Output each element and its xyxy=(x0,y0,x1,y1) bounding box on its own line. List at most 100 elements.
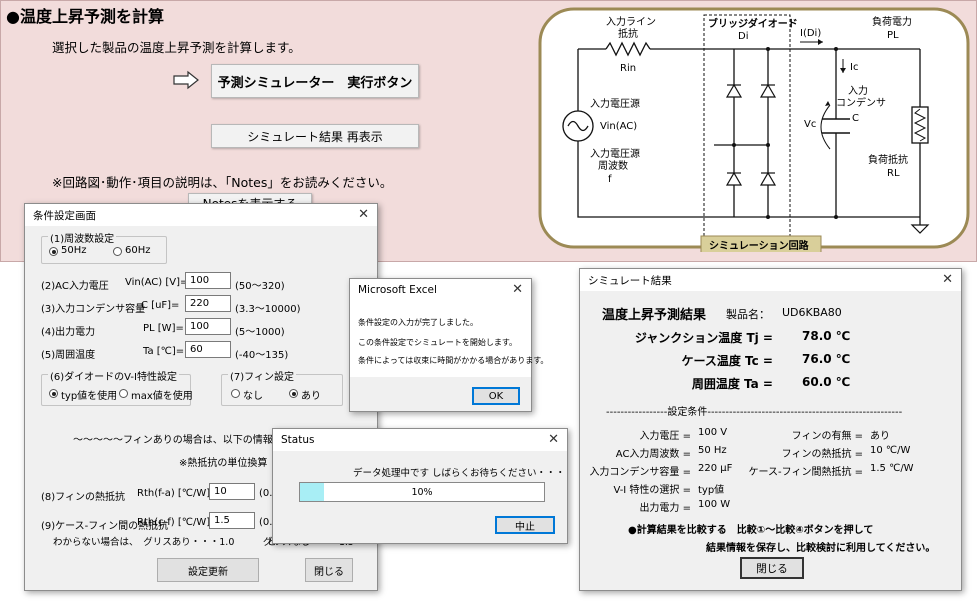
excel-message-dialog: Microsoft Excel ✕ 条件設定の入力が完了しました。 この条件設定… xyxy=(349,278,548,412)
cap-result-value: 220 μF xyxy=(698,463,733,474)
fin-resistance-input[interactable]: 10 xyxy=(209,483,255,500)
ambient-temp-input[interactable]: 60 xyxy=(185,341,231,358)
arrow-right-icon xyxy=(173,70,199,90)
radio-diode-typ[interactable] xyxy=(49,389,58,398)
label-rin: Rin xyxy=(620,63,636,74)
status-dialog-title: Status xyxy=(281,434,315,446)
capacitor-unit: C [uF]= xyxy=(141,300,180,311)
power-range: (5～1000) xyxy=(235,327,285,338)
status-dialog: Status ✕ データ処理中です しばらくお待ちください・・・ 10% 中止 xyxy=(272,428,568,544)
ta-label: 周囲温度 Ta = xyxy=(691,377,773,391)
page-title: ●温度上昇予測を計算 xyxy=(6,7,164,26)
label-load-resistance: 負荷抵抗 xyxy=(868,153,908,166)
progress-text: 10% xyxy=(411,486,433,498)
fin-label: フィンの有無 = xyxy=(791,431,863,442)
status-dialog-titlebar: Status ✕ xyxy=(273,429,567,451)
message-body xyxy=(350,301,531,377)
frequency-group: (1)周波数設定 xyxy=(41,230,167,264)
capacitor-input[interactable]: 220 xyxy=(185,295,231,312)
cancel-button[interactable]: 中止 xyxy=(495,516,555,534)
label-input-line: 入力ライン xyxy=(606,15,656,28)
run-simulator-button[interactable]: 予測シミュレーター 実行ボタン xyxy=(211,64,419,98)
label-fin-none: なし xyxy=(243,391,263,402)
radio-50hz[interactable] xyxy=(49,247,58,256)
status-message: データ処理中です しばらくお待ちください・・・ xyxy=(353,468,566,479)
frequency-group-label: (1)周波数設定 xyxy=(48,230,117,245)
ambient-temp-unit: Ta [℃]= xyxy=(143,346,185,357)
compare-note-2: 結果情報を保存し、比較検討に利用してください。 xyxy=(706,543,936,554)
power-unit: PL [W]= xyxy=(143,323,184,334)
case-fin-result-value: 1.5 ℃/W xyxy=(870,463,914,474)
close-icon[interactable]: ✕ xyxy=(358,207,369,222)
label-fin-yes: あり xyxy=(301,391,321,402)
compare-note-1: ●計算結果を比較する 比較①～比較④ボタンを押して xyxy=(628,525,874,536)
cap-result-label: 入力コンデンサ容量 = xyxy=(589,467,691,478)
tj-label: ジャンクション温度 Tj = xyxy=(634,331,773,345)
label-diode-typ: typ値を使用 xyxy=(61,391,118,402)
condition-dialog-title: 条件設定画面 xyxy=(33,209,96,222)
radio-diode-max[interactable] xyxy=(119,389,128,398)
vi-result-value: typ値 xyxy=(698,485,725,496)
simulation-result-dialog: シミュレート結果 ✕ 温度上昇予測結果 製品名： UD6KBA80 ジャンクショ… xyxy=(579,268,962,591)
close-icon[interactable]: ✕ xyxy=(548,432,559,447)
label-input-voltage-freq: 入力電圧源 xyxy=(590,147,640,160)
label-sim-circuit: シミュレーション回路 xyxy=(709,239,810,252)
label-pl: PL xyxy=(887,30,899,41)
tj-value: 78.0 ℃ xyxy=(802,329,851,343)
progress-fill xyxy=(300,483,325,501)
result-dialog-titlebar: シミュレート結果 ✕ xyxy=(580,269,961,291)
result-heading: 温度上昇予測結果 xyxy=(602,308,707,323)
excel-dialog-title: Microsoft Excel xyxy=(358,284,437,296)
fin-value: あり xyxy=(870,431,890,442)
label-rl: RL xyxy=(887,168,900,179)
vc-arrow xyxy=(820,104,831,150)
diode-icons xyxy=(725,83,777,186)
result-dialog-title: シミュレート結果 xyxy=(588,274,672,287)
freq-label: AC入力周波数 = xyxy=(615,449,691,460)
label-bridge-diode: ブリッジダイオード xyxy=(708,17,798,30)
case-fin-resistance-unit: Rth(c-f) [℃/W]= xyxy=(137,517,219,528)
fin-resistance-range: (0.1 xyxy=(259,488,279,499)
power-result-label: 出力電力 = xyxy=(639,503,691,514)
thermal-unit-note: ※熱抵抗の単位換算 1 xyxy=(179,458,284,469)
capacitor-label: (3)入力コンデンサ容量 xyxy=(41,304,146,315)
ok-button[interactable]: OK xyxy=(472,387,520,405)
reshow-result-button[interactable]: シミュレート結果 再表示 xyxy=(211,124,419,148)
case-fin-resistance-input[interactable]: 1.5 xyxy=(209,512,255,529)
close-icon[interactable]: ✕ xyxy=(512,282,523,297)
radio-fin-none[interactable] xyxy=(231,389,240,398)
tc-label: ケース温度 Tc = xyxy=(681,354,773,368)
power-result-value: 100 W xyxy=(698,499,731,510)
ac-voltage-input[interactable]: 100 xyxy=(185,272,231,289)
label-diode-max: max値を使用 xyxy=(131,391,193,402)
ambient-temp-label: (5)周囲温度 xyxy=(41,350,96,361)
tc-value: 76.0 ℃ xyxy=(802,352,851,366)
vin-value: 100 V xyxy=(698,427,728,438)
fin-resistance-result-value: 10 ℃/W xyxy=(870,445,911,456)
message-line-3: 条件によっては収束に時間がかかる場合があります。 xyxy=(358,356,549,365)
update-settings-button[interactable]: 設定更新 xyxy=(157,558,259,582)
label-vc: Vc xyxy=(804,119,816,130)
fin-group: (7)フィン設定 xyxy=(221,368,343,406)
condition-close-button[interactable]: 閉じる xyxy=(305,558,353,582)
result-close-button[interactable]: 閉じる xyxy=(740,557,804,579)
label-capacitor: コンデンサ xyxy=(836,96,886,109)
power-input[interactable]: 100 xyxy=(185,318,231,335)
fin-group-label: (7)フィン設定 xyxy=(228,368,296,383)
ta-value: 60.0 ℃ xyxy=(802,375,851,389)
label-load-power: 負荷電力 xyxy=(872,15,912,28)
grease-note-tail: と xyxy=(267,534,277,548)
freq-value: 50 Hz xyxy=(698,445,727,456)
capacitor-range: (3.3～10000) xyxy=(235,304,301,315)
label-50hz: 50Hz xyxy=(61,245,87,256)
radio-fin-yes[interactable] xyxy=(289,389,298,398)
progress-bar: 10% xyxy=(299,482,545,502)
label-input-cap: 入力 xyxy=(848,84,868,97)
diode-vi-group: (6)ダイオードのV-I特性設定 xyxy=(41,368,191,406)
radio-60hz[interactable] xyxy=(113,247,122,256)
condition-dialog-titlebar: 条件設定画面 ✕ xyxy=(25,204,377,226)
close-icon[interactable]: ✕ xyxy=(942,272,953,287)
label-input-voltage: 入力電圧源 xyxy=(590,97,640,110)
case-fin-resistance-label: (9)ケース-フィン間の熱抵抗 xyxy=(41,521,169,532)
notes-hint: ※回路図･動作･項目の説明は、「Notes」をお読みください。 xyxy=(52,175,393,190)
